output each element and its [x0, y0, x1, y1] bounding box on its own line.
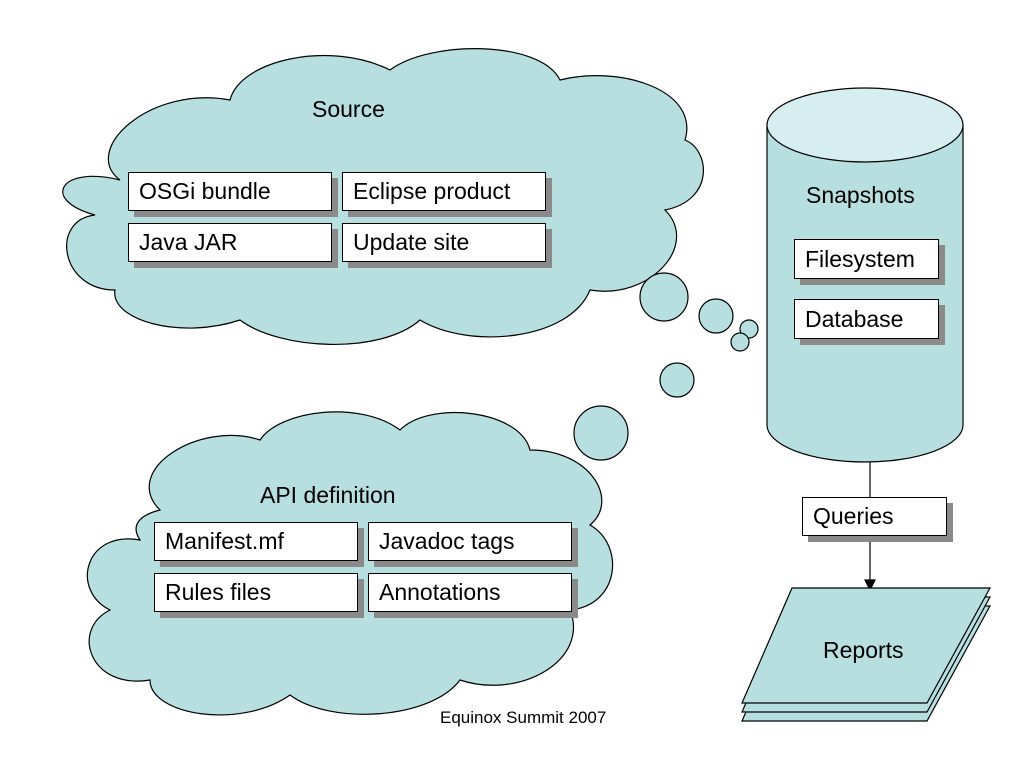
api-item-annotations: Annotations [368, 573, 572, 612]
source-title: Source [312, 96, 385, 122]
snapshots-item-database: Database [794, 299, 939, 339]
reports-label: Reports [823, 637, 904, 663]
source-item-osgi-bundle: OSGi bundle [128, 172, 332, 211]
api-cloud [86, 411, 614, 716]
footer-caption: Equinox Summit 2007 [440, 708, 607, 727]
source-item-java-jar: Java JAR [128, 223, 332, 262]
api-item-rules-files: Rules files [154, 573, 358, 612]
queries-connector [864, 462, 876, 592]
snapshots-cylinder [766, 87, 964, 463]
source-item-update-site: Update site [342, 223, 546, 262]
api-item-manifest: Manifest.mf [154, 522, 358, 561]
snapshots-title: Snapshots [806, 182, 915, 208]
source-item-eclipse-product: Eclipse product [342, 172, 546, 211]
snapshots-item-filesystem: Filesystem [794, 239, 939, 279]
api-title: API definition [260, 482, 396, 508]
queries-box: Queries [802, 497, 947, 536]
thought-bubbles [573, 272, 759, 461]
reports-stack [741, 587, 992, 722]
api-item-javadoc-tags: Javadoc tags [368, 522, 572, 561]
